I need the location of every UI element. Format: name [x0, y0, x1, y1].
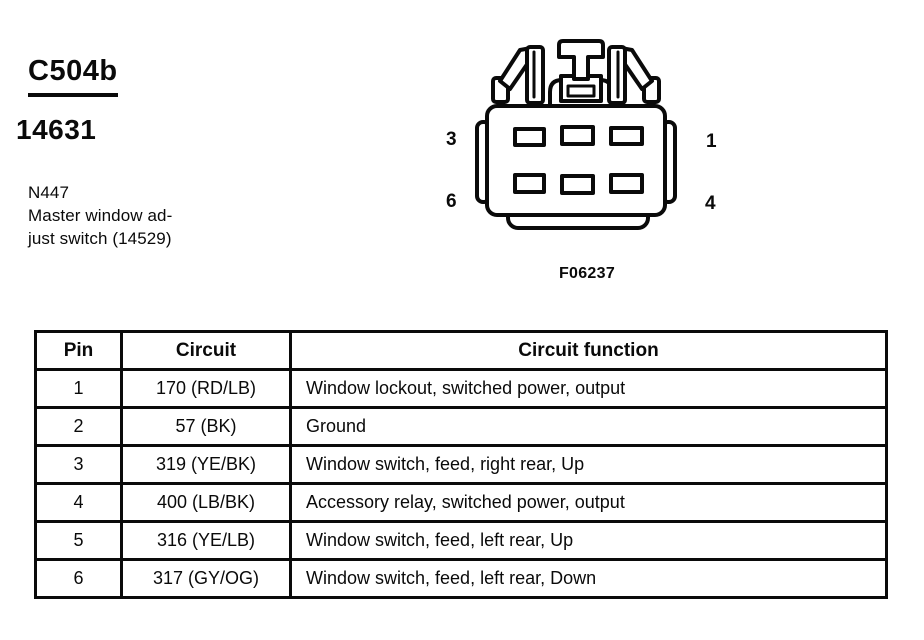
cell-circuit-function: Window switch, feed, left rear, Up [289, 520, 888, 561]
table-row: 1 170 (RD/LB) Window lockout, switched p… [34, 368, 888, 409]
cell-circuit-function: Window switch, feed, left rear, Down [289, 558, 888, 599]
header-circuit-function: Circuit function [289, 330, 888, 371]
cell-circuit: 57 (BK) [120, 406, 292, 447]
connector-figure: 3 1 6 4 F06237 [0, 0, 924, 300]
component-desc-line2: just switch (14529) [28, 229, 172, 248]
pin-cavity-3 [513, 127, 546, 147]
connector-body [485, 104, 667, 217]
cell-pin: 5 [34, 520, 123, 561]
pin-cavity-4 [609, 173, 644, 194]
cell-pin: 4 [34, 482, 123, 523]
figure-number: F06237 [558, 265, 616, 282]
cell-circuit: 319 (YE/BK) [120, 444, 292, 485]
cell-circuit-function: Accessory relay, switched power, output [289, 482, 888, 523]
pinout-table: Pin Circuit Circuit function 1 170 (RD/L… [34, 330, 888, 599]
table-row: 2 57 (BK) Ground [34, 406, 888, 447]
pin-label-1: 1 [706, 131, 717, 152]
component-ref: N447 [28, 183, 70, 202]
cell-pin: 1 [34, 368, 123, 409]
pin-cavity-2 [560, 125, 595, 146]
cell-pin: 6 [34, 558, 123, 599]
component-note: N447 Master window ad- just switch (1452… [28, 181, 172, 250]
part-number: 14631 [16, 114, 97, 145]
table-header-row: Pin Circuit Circuit function [34, 330, 888, 371]
pin-cavity-6 [513, 173, 546, 194]
pin-label-6: 6 [446, 191, 457, 212]
connector-latch-handle [557, 39, 605, 81]
connector-latch-box-inner [566, 84, 596, 98]
cell-circuit-function: Window lockout, switched power, output [289, 368, 888, 409]
cell-pin: 2 [34, 406, 123, 447]
table-row: 5 316 (YE/LB) Window switch, feed, left … [34, 520, 888, 561]
pin-cavity-1 [609, 126, 644, 146]
cell-circuit: 400 (LB/BK) [120, 482, 292, 523]
pin-cavity-5 [560, 174, 595, 195]
cell-circuit: 170 (RD/LB) [120, 368, 292, 409]
cell-circuit: 316 (YE/LB) [120, 520, 292, 561]
component-desc-line1: Master window ad- [28, 206, 173, 225]
table-row: 3 319 (YE/BK) Window switch, feed, right… [34, 444, 888, 485]
connector-id-heading: C504b [28, 57, 118, 97]
pin-label-3: 3 [446, 129, 457, 150]
cell-circuit-function: Window switch, feed, right rear, Up [289, 444, 888, 485]
header-circuit: Circuit [120, 330, 292, 371]
cell-circuit: 317 (GY/OG) [120, 558, 292, 599]
header-pin: Pin [34, 330, 123, 371]
cell-circuit-function: Ground [289, 406, 888, 447]
connector-drawing-icon [475, 39, 677, 230]
table-row: 6 317 (GY/OG) Window switch, feed, left … [34, 558, 888, 599]
pin-label-4: 4 [705, 193, 716, 214]
table-row: 4 400 (LB/BK) Accessory relay, switched … [34, 482, 888, 523]
cell-pin: 3 [34, 444, 123, 485]
